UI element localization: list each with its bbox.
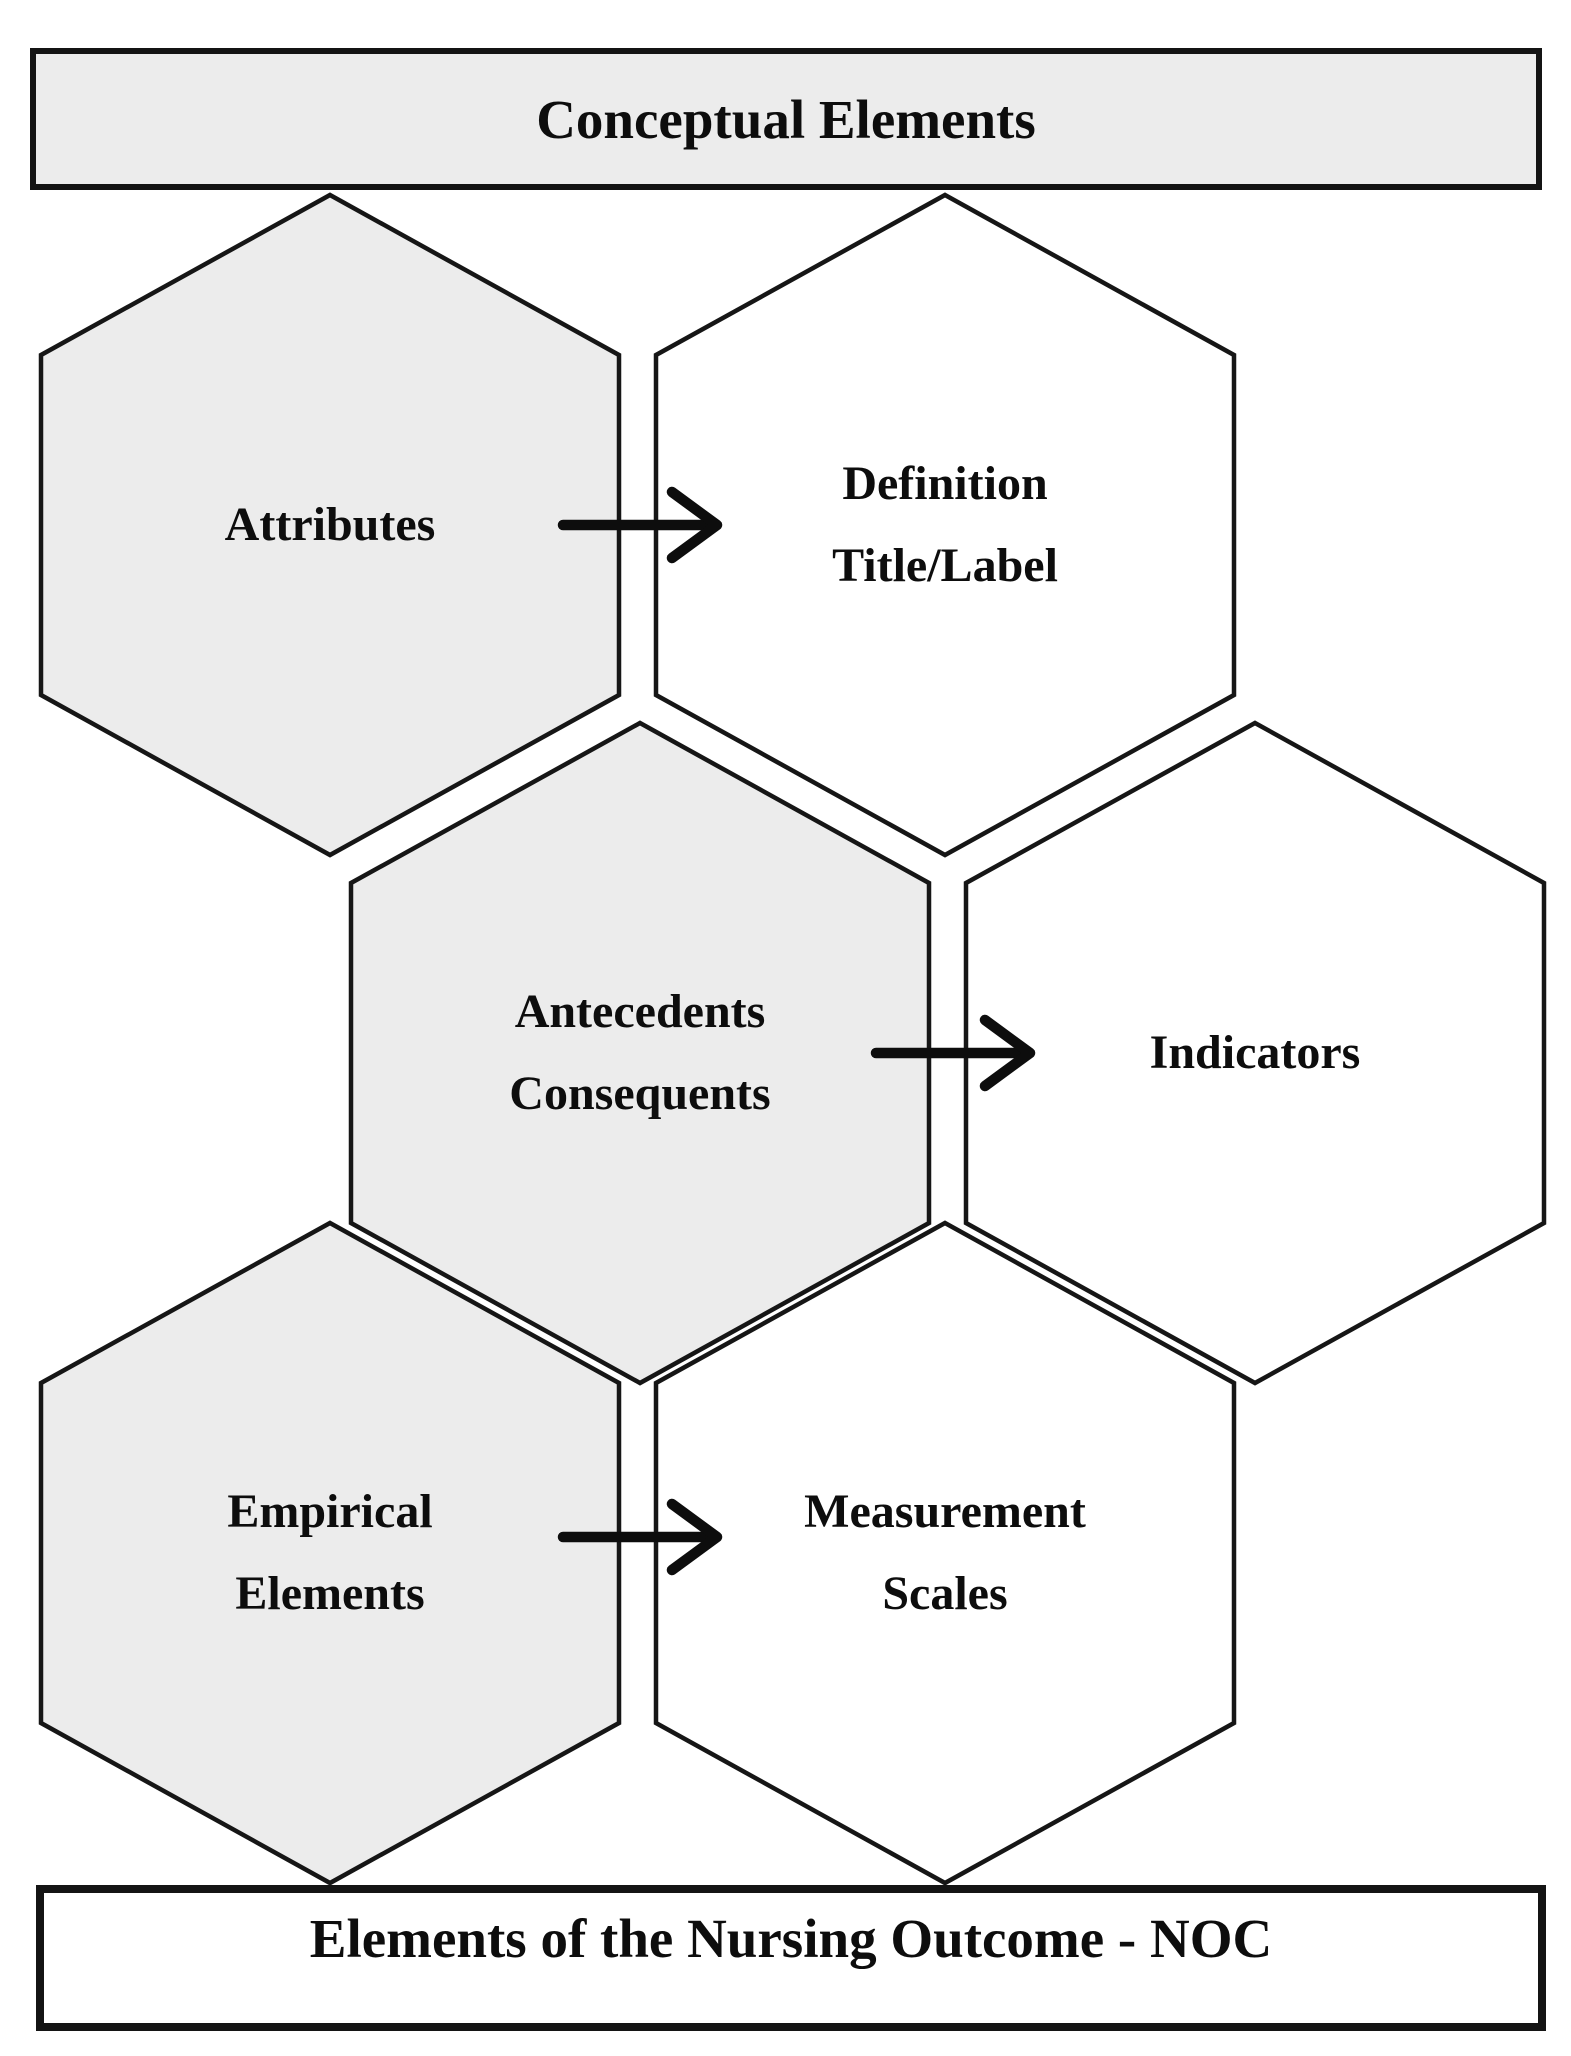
- hexagon-label-attributes: Attributes: [225, 484, 436, 566]
- label-line: Indicators: [1149, 1026, 1361, 1079]
- hexagon-attributes: [38, 192, 622, 858]
- hexagon-label-measurement-scales: Measurement Scales: [804, 1471, 1086, 1635]
- hexagon-antecedents-consequents: [348, 720, 932, 1386]
- hexagon-label-antecedents-consequents: Antecedents Consequents: [509, 971, 770, 1135]
- arrow-attributes-to-definition-icon: [557, 486, 723, 564]
- hexagon-indicators: [963, 720, 1547, 1386]
- label-line: Elements: [235, 1567, 425, 1620]
- arrow-empirical-to-measurement-icon: [557, 1498, 723, 1576]
- hexagon-definition-title-label: [653, 192, 1237, 858]
- hexagon-label-empirical-elements: Empirical Elements: [227, 1471, 432, 1635]
- label-line: Measurement: [804, 1485, 1086, 1538]
- label-line: Attributes: [224, 498, 436, 551]
- label-line: Antecedents: [514, 985, 766, 1038]
- top-banner-label: Conceptual Elements: [536, 88, 1036, 150]
- top-banner: Conceptual Elements: [30, 48, 1542, 190]
- hexagon-label-indicators: Indicators: [1150, 1012, 1361, 1094]
- label-line: Definition: [842, 457, 1048, 510]
- hexagon-empirical-elements: [38, 1220, 622, 1886]
- label-line: Title/Label: [832, 539, 1058, 592]
- bottom-banner: Elements of the Nursing Outcome - NOC: [36, 1885, 1546, 2031]
- hexagon-label-definition-title-label: Definition Title/Label: [832, 443, 1058, 607]
- label-line: Consequents: [509, 1067, 771, 1120]
- bottom-banner-label: Elements of the Nursing Outcome - NOC: [309, 1907, 1273, 1969]
- arrow-antecedents-to-indicators-icon: [870, 1014, 1036, 1092]
- label-line: Empirical: [227, 1485, 433, 1538]
- label-line: Scales: [882, 1567, 1008, 1620]
- hexagon-measurement-scales: [653, 1220, 1237, 1886]
